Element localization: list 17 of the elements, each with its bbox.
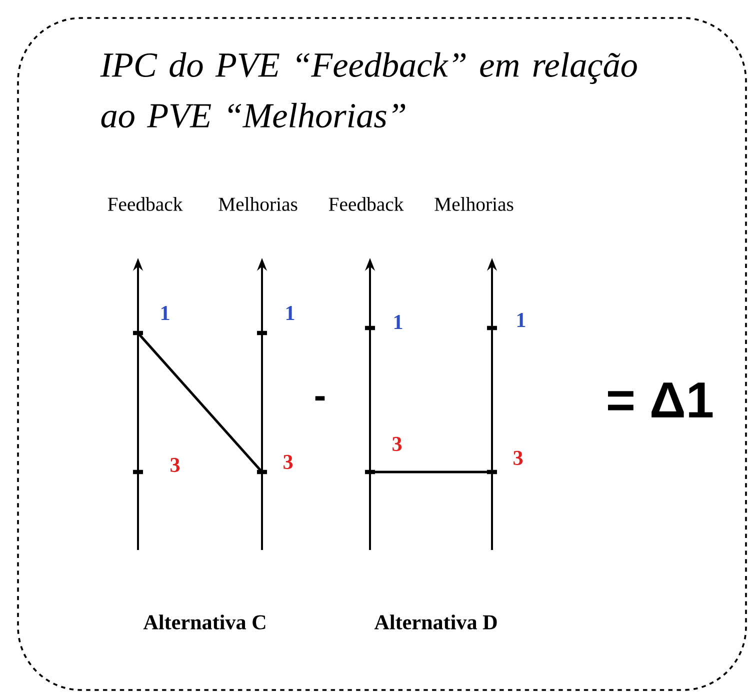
value-label: 3: [392, 436, 402, 452]
value-label: 1: [161, 306, 170, 320]
axis-label: Melhorias: [218, 197, 298, 211]
value-label: 1: [394, 315, 402, 329]
value-label: 3: [284, 454, 293, 470]
result-text: = Δ1: [608, 382, 713, 418]
alternative-label: Alternativa D: [374, 614, 497, 630]
value-label: 1: [517, 313, 526, 327]
alternative-label: Alternativa C: [143, 614, 266, 630]
value-label: 3: [514, 450, 523, 466]
axis-label: Feedback: [328, 197, 404, 211]
minus-sign: -: [315, 396, 325, 401]
axis-label: Feedback: [108, 197, 183, 211]
value-label: 1: [286, 306, 294, 320]
title: IPC do PVE “Feedback” em relação ao PVE “Melhorias”: [100, 52, 637, 128]
axis-label: Melhorias: [434, 197, 514, 211]
value-label: 3: [170, 458, 180, 472]
